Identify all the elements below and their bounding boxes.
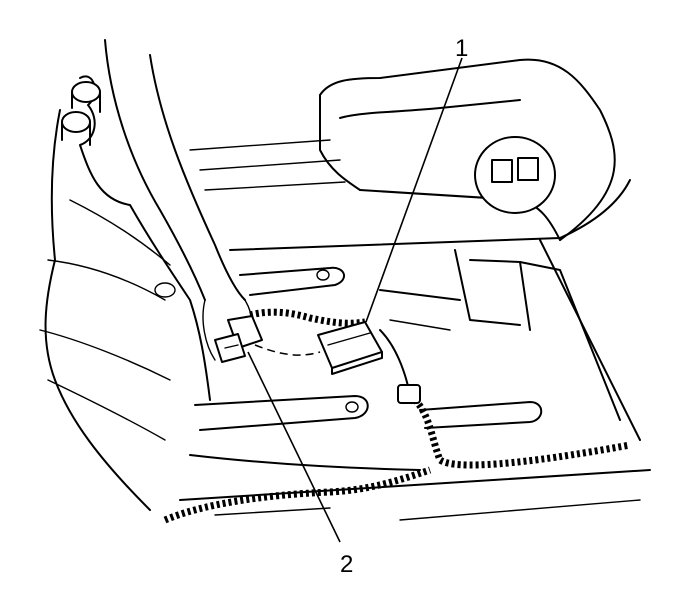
callout-1-leader bbox=[365, 57, 463, 323]
callout-2-label: 2 bbox=[340, 551, 353, 578]
electrical-connector bbox=[214, 315, 263, 363]
seat-back bbox=[39, 75, 211, 511]
technician-hand bbox=[104, 39, 254, 361]
wiring-harness bbox=[163, 308, 631, 524]
seat-cushion bbox=[189, 58, 631, 251]
control-module bbox=[317, 321, 383, 375]
callout-2-leader bbox=[247, 351, 341, 543]
callout-1-label: 1 bbox=[455, 35, 468, 62]
headrest-posts bbox=[61, 81, 101, 146]
seat-switch-panel bbox=[474, 136, 556, 214]
